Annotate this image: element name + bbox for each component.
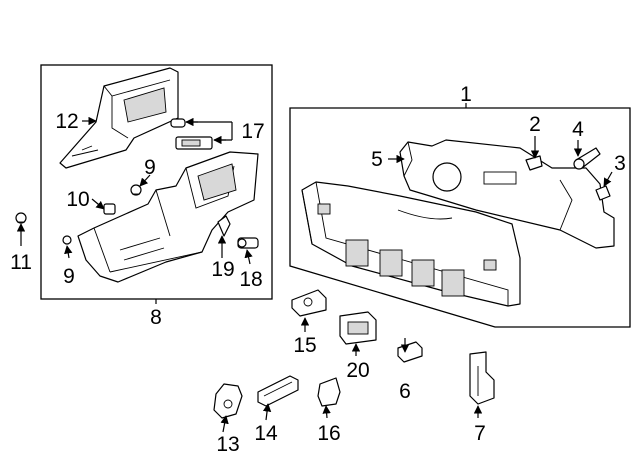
callout-11: 11 — [10, 251, 32, 274]
callout-12: 12 — [55, 110, 78, 133]
callout-7: 7 — [474, 422, 486, 445]
part-20-hinge-bracket[interactable] — [339, 311, 377, 345]
callout-labels: 1 2 3 4 5 6 7 8 9 9 10 11 12 13 14 15 16… — [10, 83, 626, 456]
part-19-screw[interactable] — [217, 215, 231, 237]
part-6-clip-bracket[interactable] — [397, 341, 423, 363]
callout-15: 15 — [293, 334, 316, 357]
panel-group-box-1 — [289, 107, 631, 328]
part-18-socket[interactable] — [237, 237, 259, 249]
callout-1: 1 — [460, 83, 472, 106]
callout-19: 19 — [211, 258, 234, 281]
part-7-support-bracket[interactable] — [469, 351, 495, 405]
callout-16: 16 — [317, 422, 340, 445]
part-1-package-tray[interactable] — [301, 181, 521, 307]
callout-3: 3 — [614, 152, 626, 175]
callout-8: 8 — [150, 306, 162, 329]
part-15-bracket[interactable] — [291, 289, 327, 317]
callout-20: 20 — [346, 359, 369, 382]
part-10-clip[interactable] — [103, 203, 116, 215]
callout-2: 2 — [529, 113, 541, 136]
part-14-rail-bracket[interactable] — [257, 375, 299, 407]
callout-4: 4 — [572, 118, 584, 141]
part-3-nut[interactable] — [595, 185, 611, 201]
callout-18: 18 — [239, 268, 262, 291]
part-9-clip-upper[interactable] — [130, 184, 142, 196]
callout-17: 17 — [241, 120, 264, 143]
callout-9-lower: 9 — [63, 265, 75, 288]
part-13-bracket[interactable] — [213, 383, 243, 419]
callout-9-upper: 9 — [144, 156, 156, 179]
part-5-reinforcement-panel[interactable] — [399, 139, 615, 249]
part-17-lamp[interactable] — [170, 118, 213, 150]
callout-6: 6 — [399, 380, 411, 403]
callout-13: 13 — [216, 433, 239, 456]
callout-10: 10 — [66, 188, 89, 211]
part-12-upper-trim-panel[interactable] — [59, 67, 179, 169]
part-9-clip-lower[interactable] — [62, 235, 72, 245]
leader-lines — [16, 103, 613, 433]
callout-5: 5 — [371, 148, 383, 171]
part-11-push-pin[interactable] — [15, 212, 27, 224]
part-16-small-bracket[interactable] — [317, 377, 341, 407]
callout-14: 14 — [254, 422, 278, 445]
part-4-plug[interactable] — [573, 147, 601, 170]
part-8-lower-trim-panel[interactable] — [77, 151, 259, 283]
